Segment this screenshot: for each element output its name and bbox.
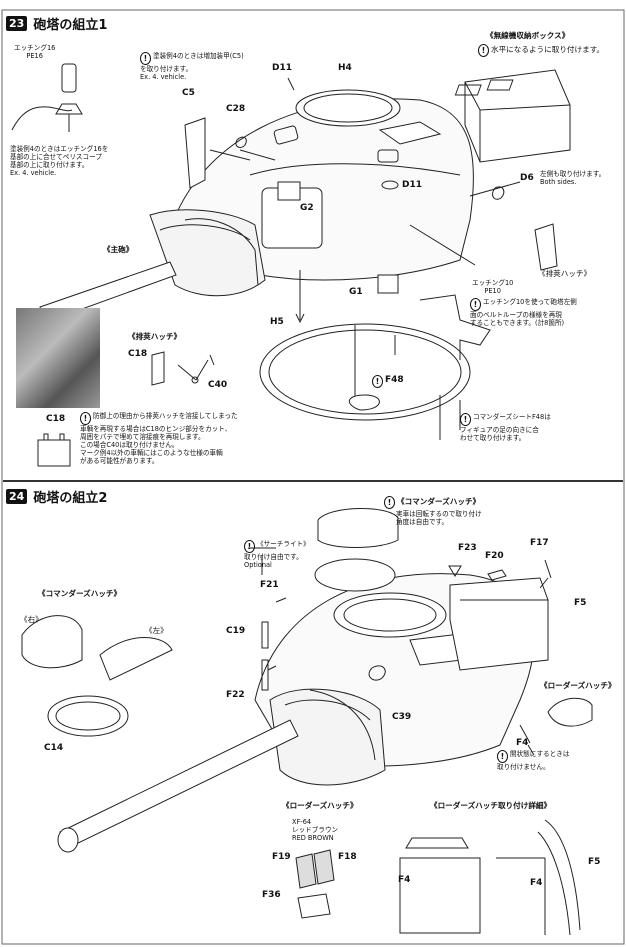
caution-icon: ! (460, 413, 471, 426)
etching-label: エッチング16 PE16 (14, 44, 56, 60)
part-f4: F4 (516, 738, 529, 748)
part-c18: C18 (46, 414, 66, 424)
part-f4: F4 (530, 878, 543, 888)
ejection-hatch-title: 《排莢ハッチ》 (128, 332, 182, 341)
main-gun-label: 《主砲》 (103, 245, 134, 254)
part-c18: C18 (128, 349, 148, 359)
loader-hatch-label: 《ローダーズハッチ》 (540, 681, 616, 690)
step-23-header: 23 砲塔の組立1 (6, 14, 107, 33)
part-c19: C19 (226, 626, 246, 636)
part-f21: F21 (260, 580, 279, 590)
left-label: 《左》 (145, 626, 168, 635)
part-d11: D11 (272, 63, 292, 73)
part-f36: F36 (262, 890, 281, 900)
part-d6: D6 (520, 173, 534, 183)
part-f17: F17 (530, 538, 549, 548)
step-number: 24 (6, 489, 28, 504)
note-c5: !塗装例4のときは増加装甲(C5) を取り付けます。 Ex. 4. vehicl… (140, 52, 244, 81)
part-f5: F5 (574, 598, 587, 608)
part-c40: C40 (208, 380, 228, 390)
cmd-hatch-left-title: 《コマンダーズハッチ》 (38, 589, 122, 598)
part-h4: H4 (338, 63, 352, 73)
searchlight-note: !《サーチライト》 取り付け自由です。 Optional (244, 540, 310, 569)
step-number: 23 (6, 16, 28, 31)
part-c5: C5 (182, 88, 195, 98)
caution-icon: ! (80, 412, 91, 425)
part-f18: F18 (338, 852, 357, 862)
part-f4: F4 (398, 875, 411, 885)
reference-photo (16, 308, 100, 408)
note-periscope: 塗装例4のときはエッチング16を 基部の上に合せてペリスコープ 基部の上に取り付… (10, 145, 109, 177)
c18-note: !防御上の理由から排莢ハッチを溶接してしまった 車輌を再現する場合はC18のヒン… (80, 412, 238, 465)
both-sides-note: 左側も取り付けます。 Both sides. (540, 170, 606, 186)
loader-hatch-bottom-title: 《ローダーズハッチ》 (282, 801, 358, 810)
paint-note: XF-64 レッドブラウン RED BROWN (292, 818, 339, 842)
part-g2: G2 (300, 203, 314, 213)
radio-box-note: !水平になるように取り付けます。 (478, 44, 604, 57)
caution-icon: ! (478, 44, 489, 57)
caution-icon: ! (244, 540, 255, 553)
caution-icon: ! (470, 298, 481, 311)
part-c14: C14 (44, 743, 64, 753)
caution-icon: ! (497, 750, 508, 763)
radio-box-title: 《無線機収納ボックス》 (486, 31, 570, 40)
step-24-header: 24 砲塔の組立2 (6, 487, 107, 506)
section-divider (3, 480, 623, 482)
step-title: 砲塔の組立2 (33, 491, 108, 506)
part-c28: C28 (226, 104, 246, 114)
caution-icon: ! (372, 375, 383, 388)
part-f5: F5 (588, 857, 601, 867)
f48-note: !コマンダーズシートF48は フィギュアの足の向きに合 わせて取り付けます。 (460, 413, 551, 442)
open-note: !開状態にするときは 取り付けません。 (497, 750, 570, 771)
ejection-hatch-small: 《排莢ハッチ》 (538, 269, 592, 278)
caution-icon: ! (140, 52, 151, 65)
cmd-hatch-title: !《コマンダーズハッチ》 (384, 496, 480, 509)
part-f20: F20 (485, 551, 504, 561)
caution-icon: ! (384, 496, 395, 509)
part-f19: F19 (272, 852, 291, 862)
loader-detail-title: 《ローダーズハッチ取り付け詳細》 (430, 801, 552, 810)
part-d11: D11 (402, 180, 422, 190)
etching10-label: エッチング10 PE10 (472, 279, 514, 295)
right-label: 《右》 (20, 615, 43, 624)
part-h5: H5 (270, 317, 284, 327)
part-c39: C39 (392, 712, 412, 722)
part-f22: F22 (226, 690, 245, 700)
part-f48: !F48 (372, 375, 404, 388)
step-title: 砲塔の組立1 (33, 18, 108, 33)
part-f23: F23 (458, 543, 477, 553)
etching10-note: !エッチング10を使って砲塔左側 面のベルトループの様様を再現 することもできま… (470, 298, 577, 327)
part-g1: G1 (349, 287, 363, 297)
cmd-hatch-note: 実車は回転するので取り付け 角度は自由です。 (396, 510, 482, 526)
